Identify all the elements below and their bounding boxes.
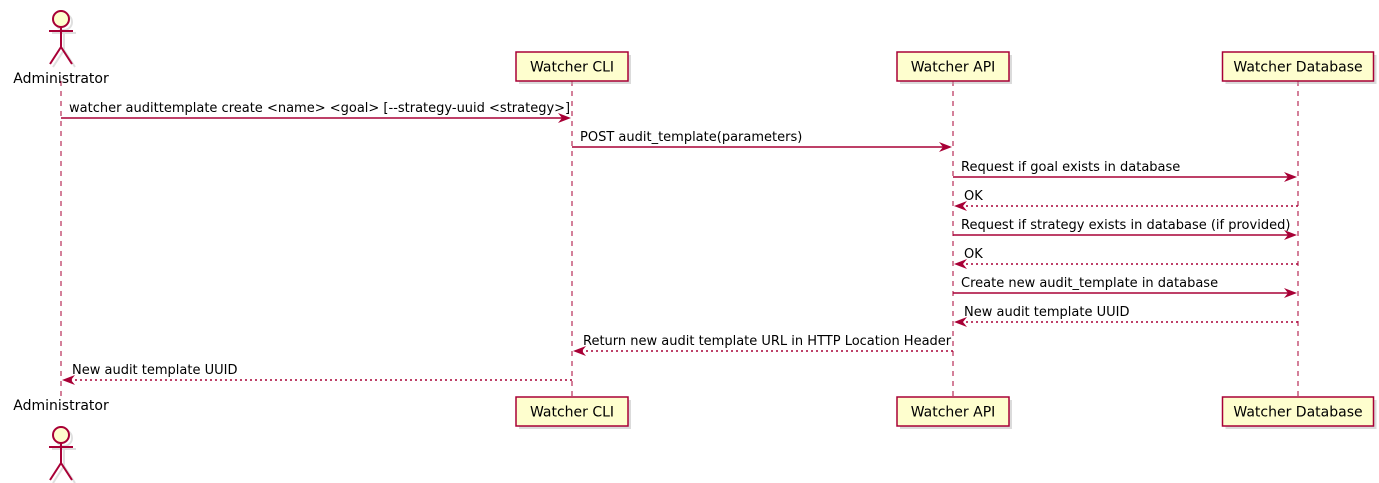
arrowhead-icon [954, 201, 967, 211]
message-10[interactable]: New audit template UUID [62, 363, 572, 385]
arrowhead-icon [62, 375, 75, 385]
arrowhead-icon [1284, 288, 1297, 298]
arrowhead-icon [558, 113, 571, 123]
actor-label-administrator: Administrator [13, 398, 109, 414]
participant-box-watcher-api[interactable]: Watcher API [896, 396, 1012, 429]
message-label-2: POST audit_template(parameters) [580, 130, 802, 145]
message-label-7: Create new audit_template in database [961, 276, 1218, 291]
arrowhead-icon [1284, 230, 1297, 240]
message-label-6: OK [964, 247, 983, 262]
participant-box-watcher-cli[interactable]: Watcher CLI [515, 51, 631, 84]
participant-label-watcher-api: Watcher API [911, 405, 996, 421]
arrowhead-icon [573, 346, 586, 356]
message-label-4: OK [964, 189, 983, 204]
participant-label-watcher-api: Watcher API [911, 60, 996, 76]
participant-box-watcher-database[interactable]: Watcher Database [1221, 51, 1377, 84]
participant-label-watcher-database: Watcher Database [1233, 405, 1362, 421]
participant-box-watcher-database[interactable]: Watcher Database [1221, 396, 1377, 429]
participant-box-watcher-api[interactable]: Watcher API [896, 51, 1012, 84]
arrowhead-icon [954, 259, 967, 269]
message-3[interactable]: Request if goal exists in database [953, 160, 1297, 182]
actor-figure-administrator [49, 10, 73, 65]
actor-label-administrator: Administrator [13, 71, 109, 87]
message-6[interactable]: OK [954, 247, 1298, 269]
arrowhead-icon [1284, 172, 1297, 182]
arrowhead-icon [939, 142, 952, 152]
actor-figure-administrator [49, 426, 73, 481]
message-label-1: watcher audittemplate create <name> <goa… [69, 101, 570, 116]
message-9[interactable]: Return new audit template URL in HTTP Lo… [573, 334, 953, 356]
message-8[interactable]: New audit template UUID [954, 305, 1298, 327]
participant-label-watcher-cli: Watcher CLI [530, 60, 614, 76]
message-label-8: New audit template UUID [964, 305, 1129, 320]
message-2[interactable]: POST audit_template(parameters) [572, 130, 952, 152]
message-label-9: Return new audit template URL in HTTP Lo… [583, 334, 952, 349]
message-5[interactable]: Request if strategy exists in database (… [953, 218, 1297, 240]
actor-administrator[interactable]: Administrator [13, 10, 109, 87]
actor-administrator[interactable]: Administrator [13, 398, 109, 483]
message-label-3: Request if goal exists in database [961, 160, 1180, 175]
participant-box-watcher-cli[interactable]: Watcher CLI [515, 396, 631, 429]
message-4[interactable]: OK [954, 189, 1298, 211]
arrowhead-icon [954, 317, 967, 327]
message-7[interactable]: Create new audit_template in database [953, 276, 1297, 298]
participant-label-watcher-cli: Watcher CLI [530, 405, 614, 421]
message-label-10: New audit template UUID [72, 363, 237, 378]
participant-label-watcher-database: Watcher Database [1233, 60, 1362, 76]
message-label-5: Request if strategy exists in database (… [961, 218, 1290, 233]
message-1[interactable]: watcher audittemplate create <name> <goa… [61, 101, 571, 123]
